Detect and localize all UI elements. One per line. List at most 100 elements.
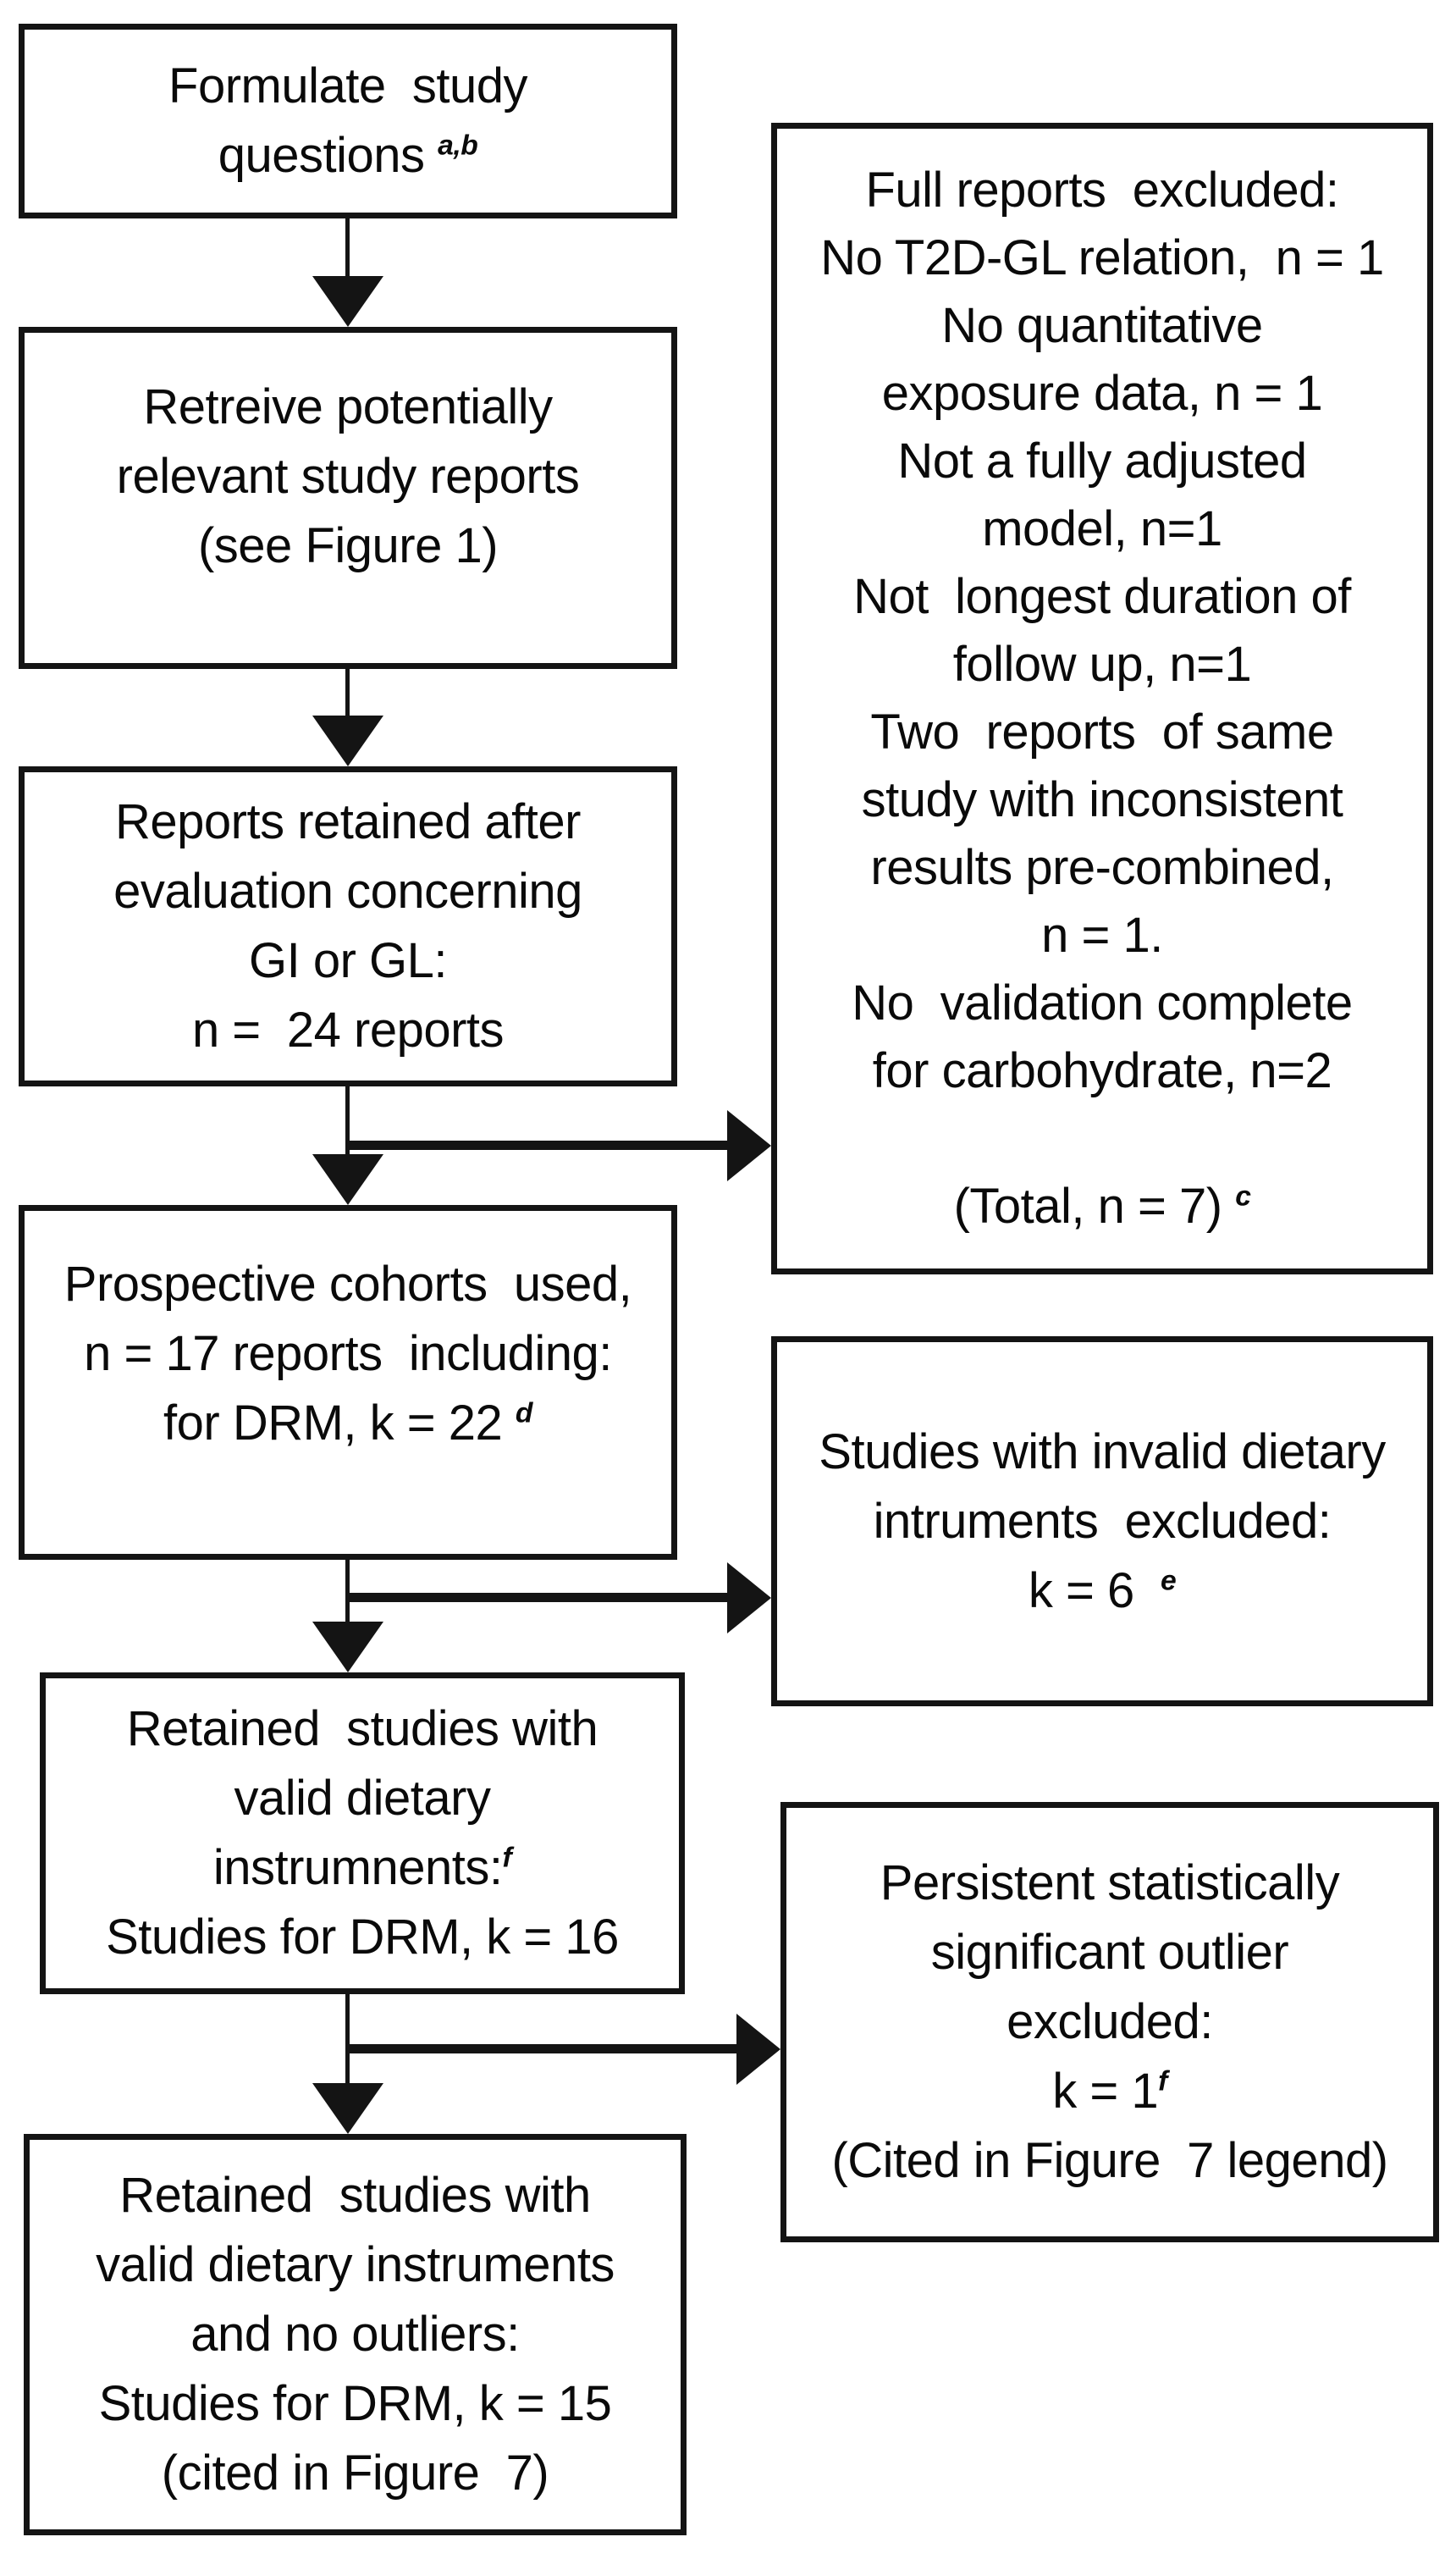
text-segment: follow up, n=1 (952, 637, 1252, 692)
superscript-note: e (1160, 1565, 1177, 1597)
text-segment: Formulate study (168, 58, 527, 113)
text-segment: Prospective cohorts used, (63, 1257, 632, 1312)
box-line: model, n=1 (982, 495, 1222, 563)
box-line: results pre-combined, (870, 834, 1334, 902)
box-line: evaluation concerning (113, 857, 582, 926)
text-segment: (cited in Figure 7) (161, 2446, 549, 2501)
arrowhead-down-1-icon (312, 276, 383, 327)
box-line: study with inconsistent (862, 766, 1343, 834)
arrow-shaft-down-3 (345, 1086, 350, 1156)
box-line: No quantitative (941, 292, 1263, 360)
text-segment: Retreive potentially (143, 379, 553, 434)
text-segment: evaluation concerning (113, 864, 582, 919)
box-retained-no-outliers: Retained studies with valid dietary instr… (24, 2134, 687, 2535)
text-segment: Not a fully adjusted (897, 434, 1307, 489)
box-line: k = 6 e (1028, 1556, 1177, 1626)
box-line: Formulate study (168, 52, 527, 121)
text-segment (1095, 1111, 1109, 1166)
box-line: n = 1. (1041, 902, 1163, 970)
box-line: intruments excluded: (874, 1487, 1332, 1556)
text-segment: questions (218, 128, 438, 183)
text-segment: valid dietary (234, 1771, 491, 1826)
text-segment: for DRM, k = 22 (163, 1396, 516, 1451)
text-segment: relevant study reports (116, 449, 580, 504)
arrow-shaft-down-2 (345, 669, 350, 717)
box-line: exposure data, n = 1 (881, 360, 1323, 428)
box-retrieve-relevant-reports: Retreive potentially relevant study repor… (19, 327, 677, 669)
box-line: valid dietary instruments (96, 2230, 615, 2300)
arrowhead-down-4-icon (312, 1622, 383, 1672)
text-segment: Full reports excluded: (865, 163, 1339, 218)
arrowhead-right-2-icon (727, 1562, 771, 1633)
text-segment: model, n=1 (982, 501, 1222, 556)
text-segment: study with inconsistent (861, 772, 1343, 827)
box-line: Persistent statistically (880, 1849, 1340, 1918)
box-line: and no outliers: (190, 2300, 520, 2369)
box-line (1095, 1105, 1109, 1173)
box-line: questions a,b (218, 121, 478, 191)
box-line: Reports retained after (115, 788, 581, 857)
text-segment: k = 6 (1028, 1562, 1161, 1618)
text-segment: results pre-combined, (870, 840, 1334, 895)
branch-line-3 (348, 2044, 736, 2053)
box-invalid-instruments-excluded: Studies with invalid dietary intruments e… (771, 1336, 1433, 1706)
box-prospective-cohorts: Prospective cohorts used, n = 17 reports … (19, 1205, 677, 1560)
text-segment: n = 17 reports including: (84, 1326, 612, 1381)
box-line: instrumnents:f (212, 1833, 512, 1903)
box-line: significant outlier (931, 1918, 1289, 1987)
text-segment: k = 1 (1052, 2064, 1159, 2119)
box-line: Prospective cohorts used, (63, 1250, 632, 1319)
text-segment: intruments excluded: (873, 1493, 1332, 1549)
text-segment: (Total, n = 7) (953, 1179, 1236, 1234)
arrow-shaft-down-1 (345, 218, 350, 278)
arrow-shaft-down-5 (345, 1994, 350, 2085)
text-segment: No quantitative (941, 298, 1263, 353)
text-segment: Retained studies with (119, 2168, 591, 2223)
superscript-note: f (1158, 2065, 1167, 2097)
branch-line-2 (348, 1593, 727, 1602)
text-segment: and no outliers: (190, 2307, 520, 2362)
arrowhead-down-3-icon (312, 1154, 383, 1205)
text-segment: n = 24 reports (191, 1003, 505, 1058)
text-segment: Not longest duration of (853, 569, 1351, 624)
superscript-note: f (502, 1842, 512, 1874)
arrowhead-down-2-icon (312, 716, 383, 766)
superscript-note: d (515, 1397, 533, 1429)
text-segment: instrumnents: (212, 1840, 503, 1895)
box-line: Full reports excluded: (865, 157, 1339, 224)
branch-line-1 (348, 1141, 727, 1150)
box-line: No T2D-GL relation, n = 1 (820, 224, 1384, 292)
text-segment: n = 1. (1041, 908, 1163, 963)
text-segment: GI or GL: (248, 933, 448, 988)
box-line: (Total, n = 7) c (954, 1173, 1251, 1241)
box-line: Not longest duration of (853, 563, 1351, 631)
box-line: Two reports of same (870, 699, 1334, 766)
arrowhead-right-3-icon (736, 2014, 780, 2085)
box-line: n = 24 reports (191, 996, 505, 1065)
box-line: GI or GL: (248, 926, 448, 996)
text-segment: Studies for DRM, k = 15 (98, 2376, 612, 2431)
box-full-reports-excluded: Full reports excluded: No T2D-GL relation… (771, 123, 1433, 1274)
box-line: (Cited in Figure 7 legend) (831, 2126, 1388, 2196)
box-line: valid dietary (234, 1764, 491, 1833)
text-segment: valid dietary instruments (96, 2237, 615, 2292)
superscript-note: a,b (438, 130, 478, 162)
box-reports-retained: Reports retained after evaluation concern… (19, 766, 677, 1086)
box-line: (see Figure 1) (198, 511, 499, 581)
text-segment: Retained studies with (126, 1701, 598, 1756)
box-line: for DRM, k = 22 d (163, 1389, 532, 1458)
text-segment: excluded: (1007, 1994, 1213, 2049)
text-segment: exposure data, n = 1 (881, 366, 1323, 421)
box-line: Retained studies with (127, 1694, 598, 1764)
box-line: Retained studies with (119, 2161, 591, 2230)
arrow-shaft-down-4 (345, 1560, 350, 1623)
text-segment: Reports retained after (115, 794, 581, 849)
box-line: Retreive potentially (143, 373, 553, 442)
box-line: Studies with invalid dietary (819, 1418, 1386, 1487)
box-line: No validation complete (852, 970, 1353, 1037)
superscript-note: c (1235, 1180, 1251, 1213)
box-line: k = 1f (1052, 2057, 1167, 2126)
box-line: for carbohydrate, n=2 (873, 1037, 1332, 1105)
text-segment: Studies for DRM, k = 16 (106, 1910, 619, 1965)
